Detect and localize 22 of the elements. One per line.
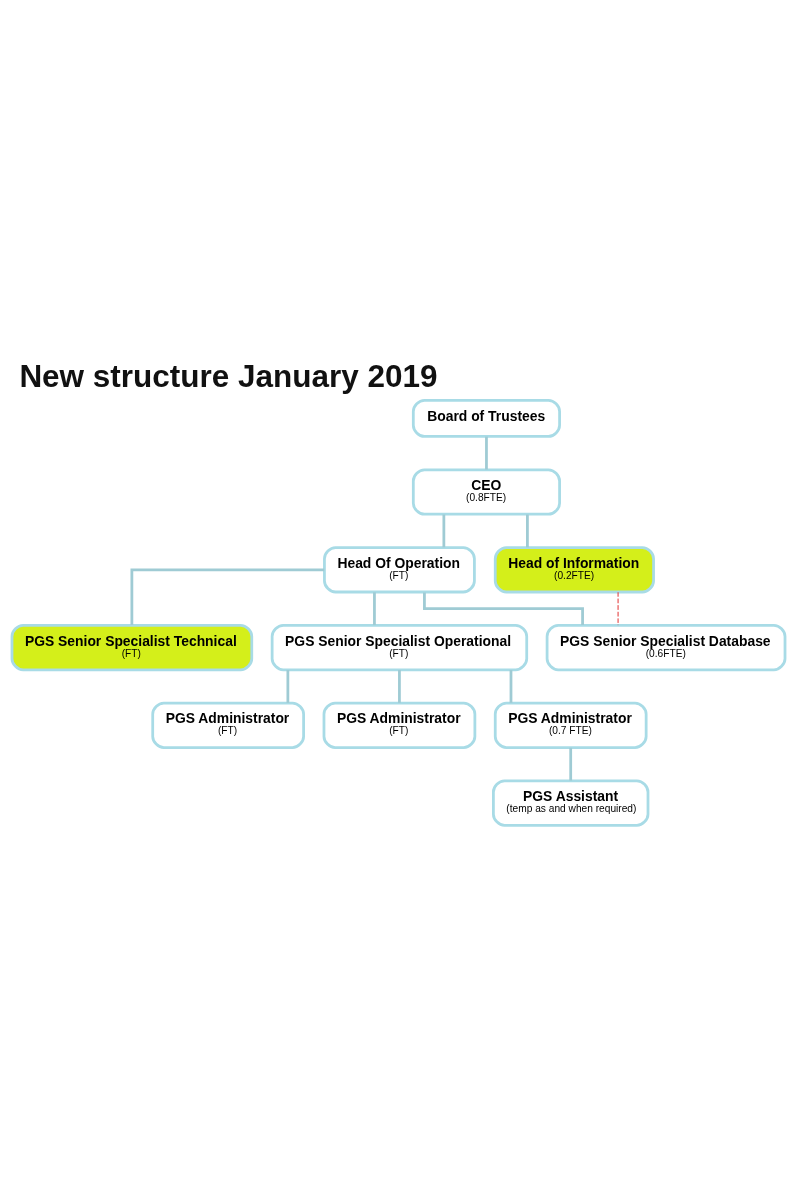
node-box: PGS Administrator (FT): [151, 701, 305, 749]
node-box: PGS Administrator (0.7 FTE): [493, 701, 648, 749]
node-box: Head of Information (0.2FTE): [493, 546, 655, 594]
node-box: PGS Assistant (temp as and when required): [492, 779, 650, 827]
connector: [286, 670, 290, 703]
node-box: Board of Trustees: [411, 398, 561, 438]
connector: [526, 514, 529, 548]
node-box: PGS Senior Specialist Database (0.6FTE): [545, 623, 787, 672]
diagram-title: New structure January 2019: [19, 358, 438, 394]
connector: [485, 436, 488, 470]
node-box: CEO (0.8FTE): [411, 468, 561, 516]
connector: [373, 592, 376, 626]
connector: [130, 568, 325, 626]
node-box: PGS Senior Specialist Operational (FT): [270, 623, 529, 672]
connector: [569, 747, 573, 781]
node-box: PGS Senior Specialist Technical (FT): [10, 623, 254, 672]
node-box: PGS Administrator (FT): [322, 701, 477, 749]
connector: [423, 592, 584, 625]
connector: [509, 670, 513, 703]
connector: [442, 514, 446, 548]
node-box: Head Of Operation (FT): [323, 546, 476, 594]
connector: [398, 670, 401, 703]
